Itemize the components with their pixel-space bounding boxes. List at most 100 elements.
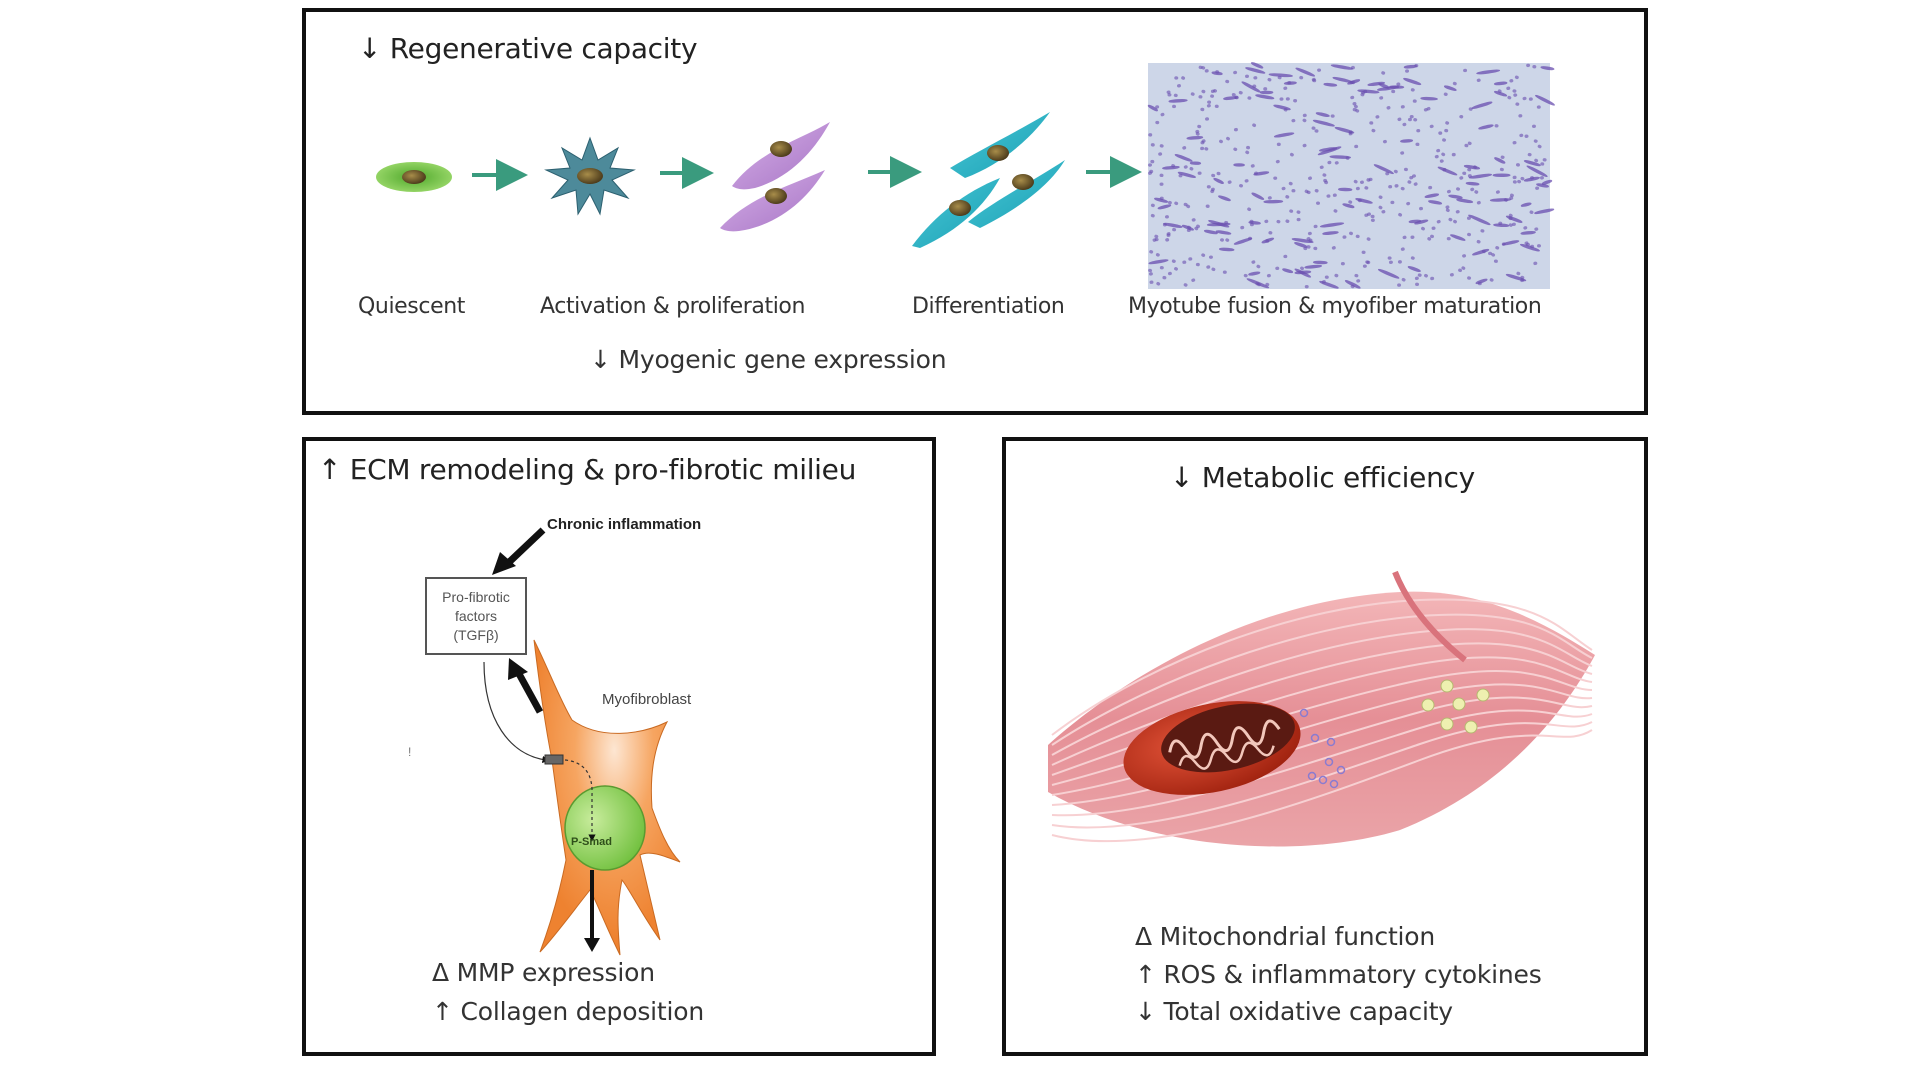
micrograph-cell: [1405, 69, 1410, 73]
micrograph-cell: [1520, 230, 1536, 235]
micrograph-cell: [1400, 139, 1414, 143]
micrograph-cell: [1216, 171, 1221, 176]
micrograph-cell: [1402, 122, 1407, 127]
micrograph-cell: [1189, 161, 1202, 165]
micrograph-cell: [1311, 77, 1316, 82]
micrograph-cell: [1215, 230, 1232, 235]
micrograph-cell: [1150, 213, 1155, 218]
ros-molecule: [1329, 779, 1339, 789]
micrograph-cell: [1438, 131, 1443, 135]
micrograph-cell: [1537, 144, 1542, 149]
micrograph-cell: [1186, 136, 1204, 140]
micrograph-cell: [1167, 200, 1172, 205]
micrograph-cell: [1256, 264, 1261, 269]
muscle-fiber-line: [1051, 628, 1593, 756]
metabolic-title: ↓ Metabolic efficiency: [1170, 461, 1475, 494]
micrograph-cell: [1174, 76, 1179, 80]
micrograph-cell: [1334, 273, 1339, 278]
micrograph-cell: [1520, 278, 1525, 283]
micrograph-cell: [1166, 232, 1171, 236]
micrograph-cell: [1459, 176, 1464, 180]
micrograph-cell: [1442, 138, 1447, 142]
lipid-droplets: [1421, 679, 1490, 734]
muscle-fiber-line: [1051, 696, 1593, 806]
micrograph-cell: [1493, 259, 1498, 263]
micrograph-cell: [1205, 204, 1210, 208]
micrograph-cell: [1283, 86, 1288, 90]
micrograph-cell: [1381, 71, 1386, 75]
micrograph-cell: [1355, 234, 1360, 239]
micrograph-cell: [1323, 82, 1338, 87]
micrograph-cell: [1461, 266, 1466, 270]
micrograph-cell: [1509, 79, 1514, 83]
micrograph-cell: [1403, 77, 1422, 86]
micrograph-cell: [1322, 173, 1327, 177]
micrograph-cell: [1171, 259, 1176, 263]
micrograph-cell: [1154, 234, 1159, 239]
micrograph-cell: [1448, 194, 1463, 199]
micrograph-cell: [1458, 268, 1463, 273]
micrograph-cell: [1495, 190, 1500, 194]
micrograph-cell: [1196, 224, 1200, 229]
micrograph-cell: [1444, 128, 1449, 133]
micrograph-cell: [1206, 185, 1211, 189]
micrograph-cell: [1436, 219, 1441, 224]
micrograph-cell: [1540, 162, 1545, 166]
micrograph-cell: [1397, 260, 1402, 264]
micrograph-cell: [1204, 69, 1209, 73]
micrograph-cell: [1195, 129, 1200, 134]
micrograph-cell: [1379, 96, 1384, 100]
ros-molecule: [1318, 775, 1328, 785]
micrograph-cell: [1183, 283, 1188, 287]
micrograph-cell: [1285, 97, 1290, 101]
micrograph-cell: [1233, 147, 1238, 152]
micrograph-cell: [1481, 249, 1486, 254]
micrograph-cell: [1467, 174, 1472, 178]
micrograph-cell: [1148, 268, 1153, 273]
micrograph-cell: [1205, 117, 1210, 121]
micrograph-cell: [1331, 246, 1336, 250]
micrograph-cell: [1147, 104, 1158, 112]
micrograph-cell: [1226, 136, 1230, 141]
micrograph-cell: [1409, 114, 1414, 119]
micrograph-cell: [1413, 182, 1418, 186]
micrograph-cell: [1467, 276, 1472, 280]
micrograph-cell: [1417, 273, 1422, 277]
ecm-effect-mmp: Δ MMP expression: [432, 958, 655, 987]
micrograph-cell: [1533, 139, 1538, 143]
micrograph-cell: [1419, 206, 1424, 211]
micrograph-cell: [1222, 270, 1227, 274]
micrograph-cell: [1152, 238, 1157, 242]
micrograph-cell: [1245, 74, 1250, 79]
proliferating-cells-icon: [720, 122, 830, 232]
micrograph-cell: [1342, 203, 1355, 209]
micrograph-cell: [1291, 118, 1296, 123]
micrograph-cell: [1159, 265, 1164, 270]
micrograph-cell: [1190, 92, 1195, 96]
micrograph-cell: [1322, 231, 1339, 236]
micrograph-cell: [1171, 164, 1176, 168]
micrograph-cell: [1512, 180, 1517, 184]
micrograph-cell: [1149, 280, 1154, 284]
micrograph-cell: [1534, 208, 1555, 215]
myofibroblast-cell: [533, 639, 681, 956]
micrograph-cell: [1362, 264, 1367, 268]
micrograph-cell: [1324, 275, 1329, 279]
micrograph-cell: [1467, 232, 1472, 237]
metabolic-effect-oxidative: ↓ Total oxidative capacity: [1135, 997, 1453, 1026]
muscle-fiber-line: [1051, 721, 1593, 829]
micrograph-cell: [1401, 277, 1406, 282]
ros-molecules: [1299, 708, 1346, 789]
micrograph-cell: [1265, 282, 1270, 287]
lipid-droplet: [1464, 720, 1478, 734]
micrograph-cell: [1247, 207, 1252, 212]
micrograph-cell: [1330, 64, 1354, 70]
micrograph-cell: [1276, 219, 1281, 224]
micrograph-cell: [1250, 62, 1264, 69]
micrograph-cell: [1201, 89, 1206, 94]
micrograph-cell: [1350, 284, 1355, 289]
micrograph-cell: [1352, 101, 1357, 106]
micrograph-cell: [1302, 143, 1307, 148]
micrograph-cell: [1515, 102, 1520, 106]
